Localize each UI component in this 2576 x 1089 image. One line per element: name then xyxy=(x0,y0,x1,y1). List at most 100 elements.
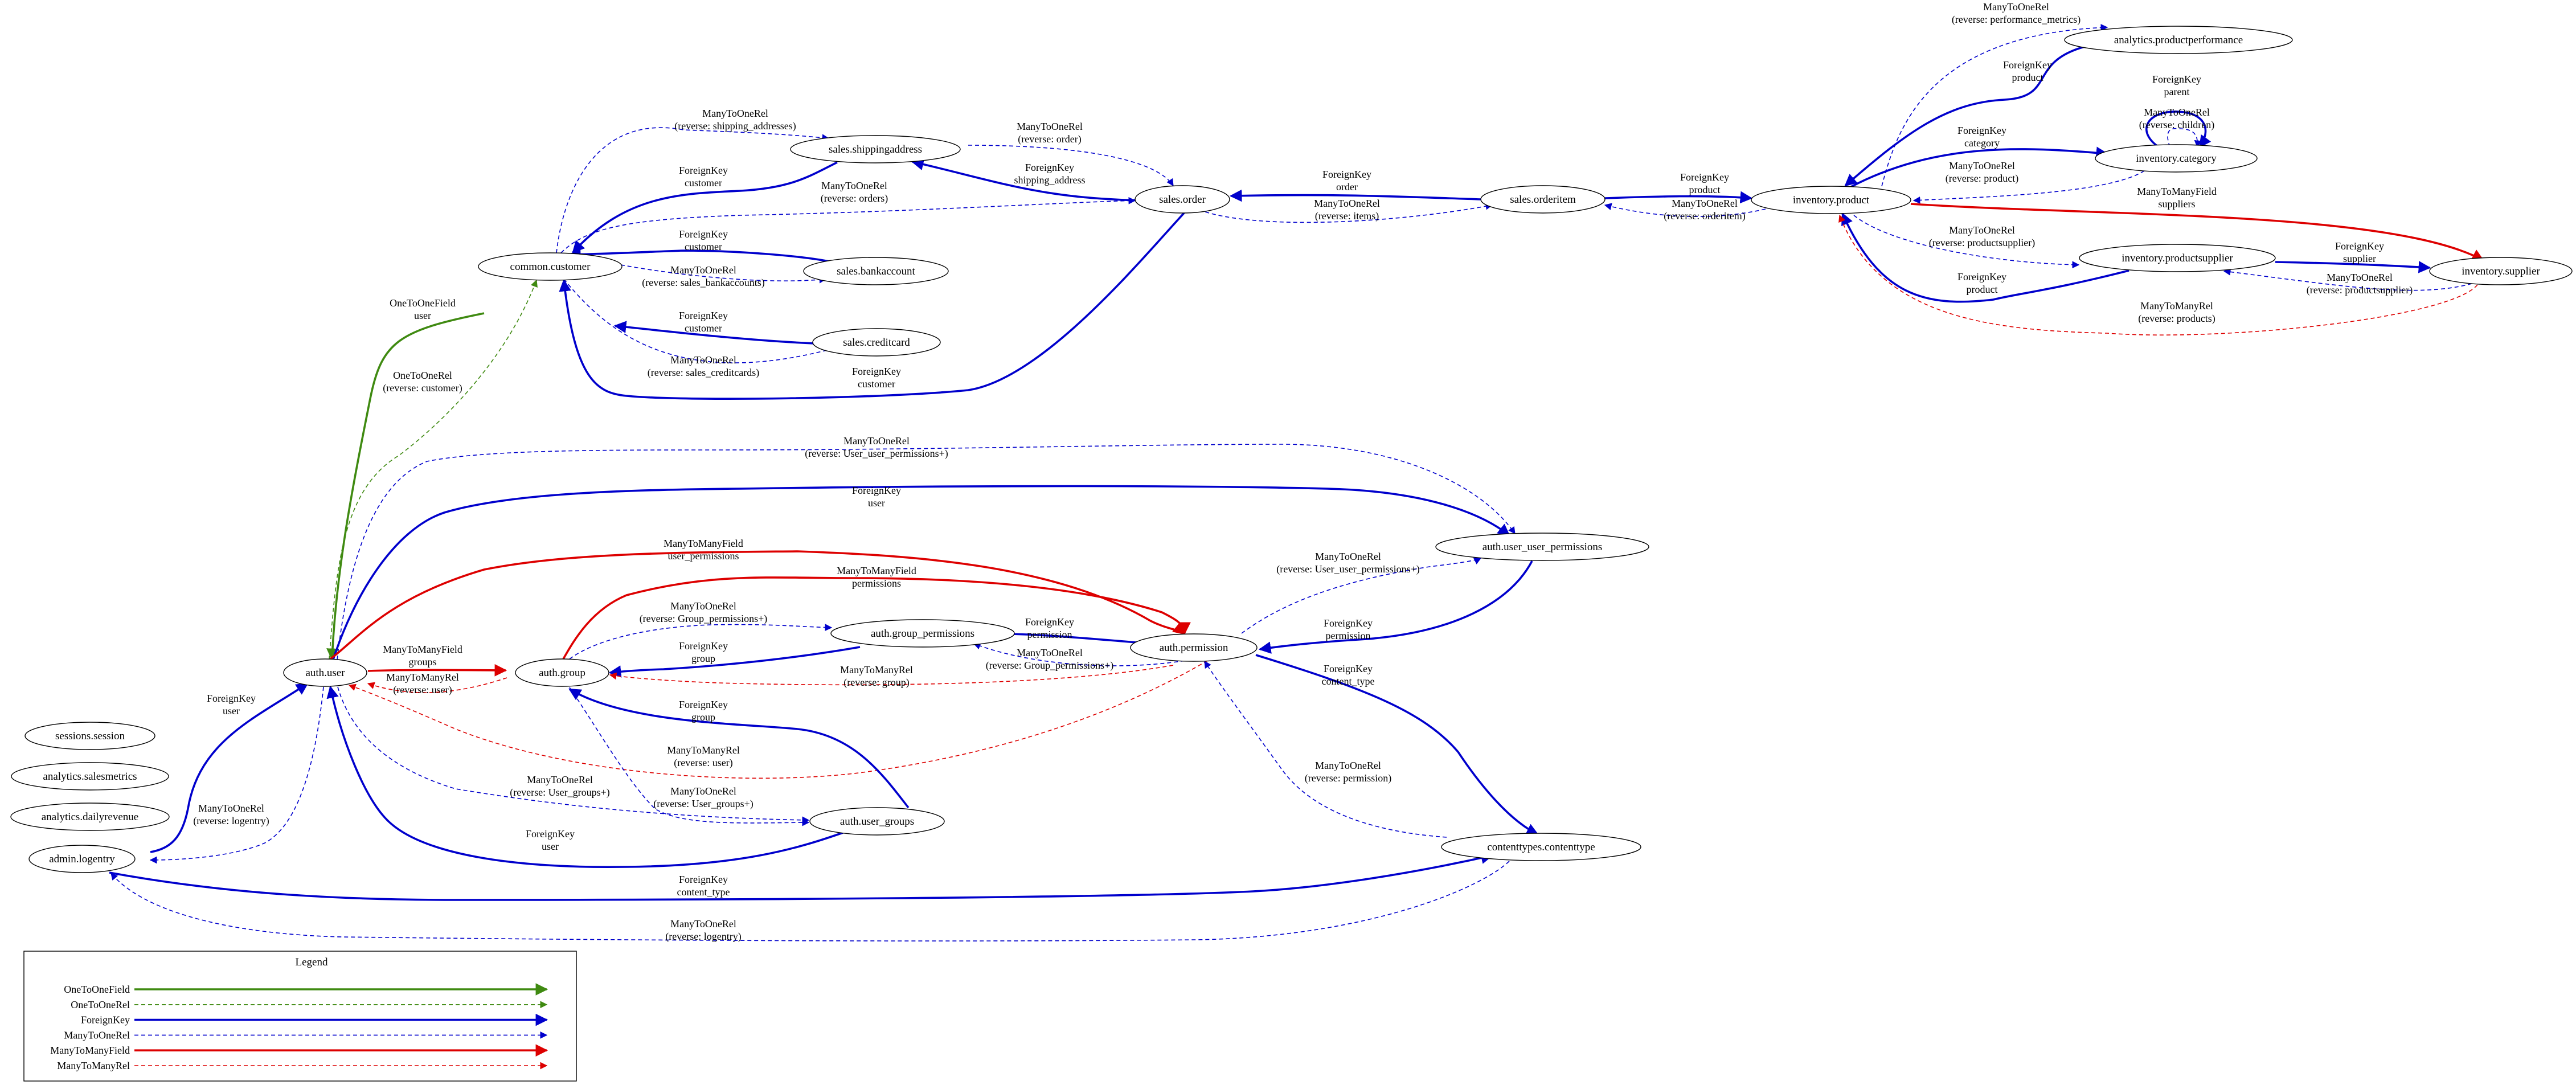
node-inventory-product[interactable]: inventory.product xyxy=(1751,186,1911,214)
edge-label-line: product xyxy=(1967,284,1998,295)
node-sales-shippingaddress[interactable]: sales.shippingaddress xyxy=(790,135,961,163)
edge-label-line: (reverse: sales_bankaccounts) xyxy=(642,277,764,289)
node-auth-user-groups[interactable]: auth.user_groups xyxy=(809,807,945,836)
edge-label-line: (reverse: children) xyxy=(2139,119,2214,131)
node-auth-permission[interactable]: auth.permission xyxy=(1130,633,1258,662)
node-inventory-supplier[interactable]: inventory.supplier xyxy=(2429,257,2573,285)
node-sales-order[interactable]: sales.order xyxy=(1135,185,1230,214)
node-label: analytics.dailyrevenue xyxy=(42,811,138,823)
node-auth-user-user-permissions[interactable]: auth.user_user_permissions xyxy=(1435,533,1649,561)
node-sales-creditcard[interactable]: sales.creditcard xyxy=(812,328,941,357)
edge-label: ManyToManyRel(reverse: products) xyxy=(2138,300,2215,325)
node-sales-orderitem[interactable]: sales.orderitem xyxy=(1480,185,1606,214)
node-contenttypes-contenttype[interactable]: contenttypes.contenttype xyxy=(1441,833,1641,861)
node-label: inventory.product xyxy=(1793,194,1870,206)
edge-label: ManyToManyRel(reverse: group) xyxy=(840,664,913,689)
node-inventory-category[interactable]: inventory.category xyxy=(2095,144,2258,173)
edge-label-line: (reverse: orderitem) xyxy=(1664,210,1745,222)
edge-label-line: (reverse: User_user_permissions+) xyxy=(805,448,948,460)
node-admin-logentry[interactable]: admin.logentry xyxy=(28,845,136,873)
edge-manytoonerel: ManyToOneRel(reverse: logentry) xyxy=(149,686,324,864)
node-sessions-session[interactable]: sessions.session xyxy=(24,722,155,750)
edge-label-line: (reverse: user) xyxy=(674,757,732,769)
edge-label-line: ForeignKey xyxy=(526,828,575,840)
edge-label-line: content_type xyxy=(1322,675,1375,687)
edge-label-line: ForeignKey xyxy=(207,693,256,704)
edge-label: ManyToOneRel(reverse: performance_metric… xyxy=(1952,1,2081,26)
edge-line xyxy=(563,279,838,363)
edge-line xyxy=(1841,212,2129,303)
edge-label: ManyToOneRel(reverse: items) xyxy=(1314,198,1380,222)
node-common-customer[interactable]: common.customer xyxy=(478,252,623,281)
node-auth-group-permissions[interactable]: auth.group_permissions xyxy=(830,619,1015,648)
edge-line xyxy=(569,687,810,826)
edge-manytomanyrel: ManyToManyRel(reverse: user) xyxy=(348,660,1208,779)
edge-label-line: ForeignKey xyxy=(1324,663,1373,674)
node-ellipse xyxy=(1435,533,1649,561)
edge-label-line: ManyToOneRel xyxy=(1315,760,1381,771)
node-label: sales.bankaccount xyxy=(837,265,915,277)
edge-label-line: ManyToManyField xyxy=(2137,186,2217,197)
node-analytics-dailyrevenue[interactable]: analytics.dailyrevenue xyxy=(10,803,170,831)
edge-label-line: (reverse: product) xyxy=(1946,173,2018,185)
edge-label-line: user xyxy=(223,705,240,717)
edge-label: ManyToManyRel(reverse: user) xyxy=(386,672,459,696)
edge-label-line: (reverse: shipping_addresses) xyxy=(674,120,796,132)
node-ellipse xyxy=(28,845,136,873)
edge-line xyxy=(332,485,1510,660)
node-label: auth.user xyxy=(305,667,345,679)
edge-label-line: ManyToManyField xyxy=(837,565,916,576)
edge-label-line: customer xyxy=(858,378,895,390)
edge-label: ManyToOneRel(reverse: logentry) xyxy=(665,918,741,943)
edge-label-line: (reverse: Group_permissions+) xyxy=(640,613,768,625)
node-sales-bankaccount[interactable]: sales.bankaccount xyxy=(803,257,949,285)
edge-line xyxy=(1881,24,2108,187)
legend-item-onetoonefield: OneToOneField xyxy=(64,983,548,996)
node-analytics-productperformance[interactable]: analytics.productperformance xyxy=(2064,26,2293,54)
edge-label-line: ForeignKey xyxy=(679,310,728,321)
edge-line xyxy=(572,161,838,253)
edge-label-line: ForeignKey xyxy=(1324,617,1373,629)
node-auth-user[interactable]: auth.user xyxy=(283,658,367,687)
edge-label-line: group xyxy=(691,711,715,723)
edge-label: ManyToOneRel(reverse: productsupplier) xyxy=(1929,224,2035,249)
edge-line xyxy=(608,646,861,678)
edge-foreignkey: ForeignKey customer xyxy=(559,212,1185,400)
node-ellipse xyxy=(830,619,1015,648)
node-label: sessions.session xyxy=(55,730,125,742)
node-label: analytics.salesmetrics xyxy=(43,771,137,783)
edge-manytoonerel: ManyToOneRel(reverse: User_groups+) xyxy=(337,686,810,824)
node-auth-group[interactable]: auth.group xyxy=(515,658,609,687)
legend-item-label: ManyToManyRel xyxy=(57,1060,130,1071)
edge-label-line: ManyToOneRel xyxy=(1314,198,1380,209)
edge-label-line: (reverse: logentry) xyxy=(193,815,269,827)
node-inventory-productsupplier[interactable]: inventory.productsupplier xyxy=(2079,244,2276,272)
edge-label-line: ForeignKey xyxy=(679,874,728,885)
edge-line xyxy=(1604,191,1753,204)
edge-label-line: ManyToOneRel xyxy=(1949,224,2015,236)
node-ellipse xyxy=(809,807,945,836)
legend-item-label: ManyToManyField xyxy=(50,1045,130,1056)
edge-manytoonerel: ManyToOneRel(reverse: product) xyxy=(1912,160,2145,204)
node-analytics-salesmetrics[interactable]: analytics.salesmetrics xyxy=(11,762,169,791)
legend-item-manytomanyrel: ManyToManyRel xyxy=(57,1060,548,1071)
legend-box xyxy=(23,951,577,1082)
edge-label-line: ManyToOneRel xyxy=(1017,647,1083,658)
edges-layer: ManyToOneRel(reverse: performance_metric… xyxy=(109,1,2484,943)
